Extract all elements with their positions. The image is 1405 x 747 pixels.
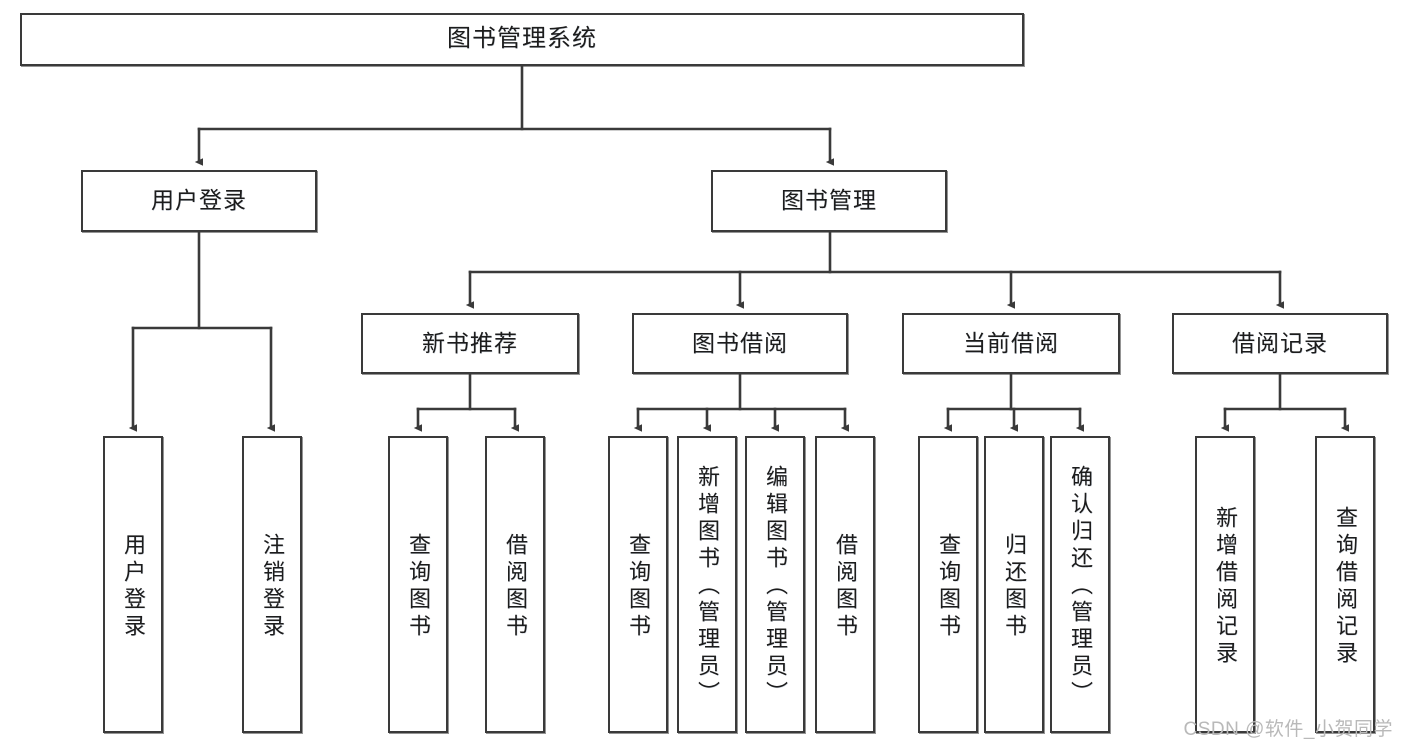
leaf-add-book-admin-label: 新增图书（管理员）: [695, 465, 720, 708]
leaf-add-book-admin[interactable]: 新增图书（管理员）: [677, 436, 737, 733]
leaf-query-borrow-record[interactable]: 查询借阅记录: [1315, 436, 1375, 733]
leaf-query-borrow-record-label: 查询借阅记录: [1333, 505, 1358, 668]
leaf-edit-book-admin[interactable]: 编辑图书（管理员）: [745, 436, 805, 733]
leaf-logout-login[interactable]: 注销登录: [242, 436, 302, 733]
leaf-confirm-return-admin-label: 确认归还（管理员）: [1068, 465, 1093, 708]
leaf-user-login[interactable]: 用户登录: [103, 436, 163, 733]
node-user-login-label: 用户登录: [151, 187, 247, 214]
leaf-add-borrow-record[interactable]: 新增借阅记录: [1195, 436, 1255, 733]
leaf-query-book-borrow[interactable]: 查询图书: [608, 436, 668, 733]
node-book-borrowing-label: 图书借阅: [692, 329, 788, 356]
node-book-management[interactable]: 图书管理: [711, 170, 947, 232]
node-root-label: 图书管理系统: [447, 25, 597, 53]
leaf-query-book-current-label: 查询图书: [936, 532, 961, 641]
node-current-borrowing-label: 当前借阅: [963, 329, 1059, 356]
leaf-user-login-label: 用户登录: [121, 532, 146, 641]
node-borrowing-record[interactable]: 借阅记录: [1172, 313, 1388, 374]
node-new-book-recommendation[interactable]: 新书推荐: [361, 313, 579, 374]
node-current-borrowing[interactable]: 当前借阅: [902, 313, 1120, 374]
leaf-query-book-borrow-label: 查询图书: [626, 532, 651, 641]
leaf-confirm-return-admin[interactable]: 确认归还（管理员）: [1050, 436, 1110, 733]
leaf-borrow-book-new-rec-label: 借阅图书: [503, 532, 528, 641]
leaf-add-borrow-record-label: 新增借阅记录: [1213, 505, 1238, 668]
node-book-management-label: 图书管理: [781, 187, 877, 214]
edges: [128, 64, 1350, 432]
leaf-return-book[interactable]: 归还图书: [984, 436, 1044, 733]
leaf-borrow-book-label: 借阅图书: [833, 532, 858, 641]
node-book-borrowing[interactable]: 图书借阅: [632, 313, 848, 374]
node-user-login[interactable]: 用户登录: [81, 170, 317, 232]
leaf-borrow-book[interactable]: 借阅图书: [815, 436, 875, 733]
leaf-logout-login-label: 注销登录: [260, 532, 285, 641]
leaf-query-book-current[interactable]: 查询图书: [918, 436, 978, 733]
node-root-book-management-system[interactable]: 图书管理系统: [20, 13, 1024, 66]
leaf-return-book-label: 归还图书: [1002, 532, 1027, 641]
node-new-book-recommendation-label: 新书推荐: [422, 329, 518, 356]
leaf-borrow-book-new-rec[interactable]: 借阅图书: [485, 436, 545, 733]
node-borrowing-record-label: 借阅记录: [1232, 329, 1328, 356]
leaf-query-book-new-rec[interactable]: 查询图书: [388, 436, 448, 733]
leaf-query-book-new-rec-label: 查询图书: [406, 532, 431, 641]
leaf-edit-book-admin-label: 编辑图书（管理员）: [763, 465, 788, 708]
